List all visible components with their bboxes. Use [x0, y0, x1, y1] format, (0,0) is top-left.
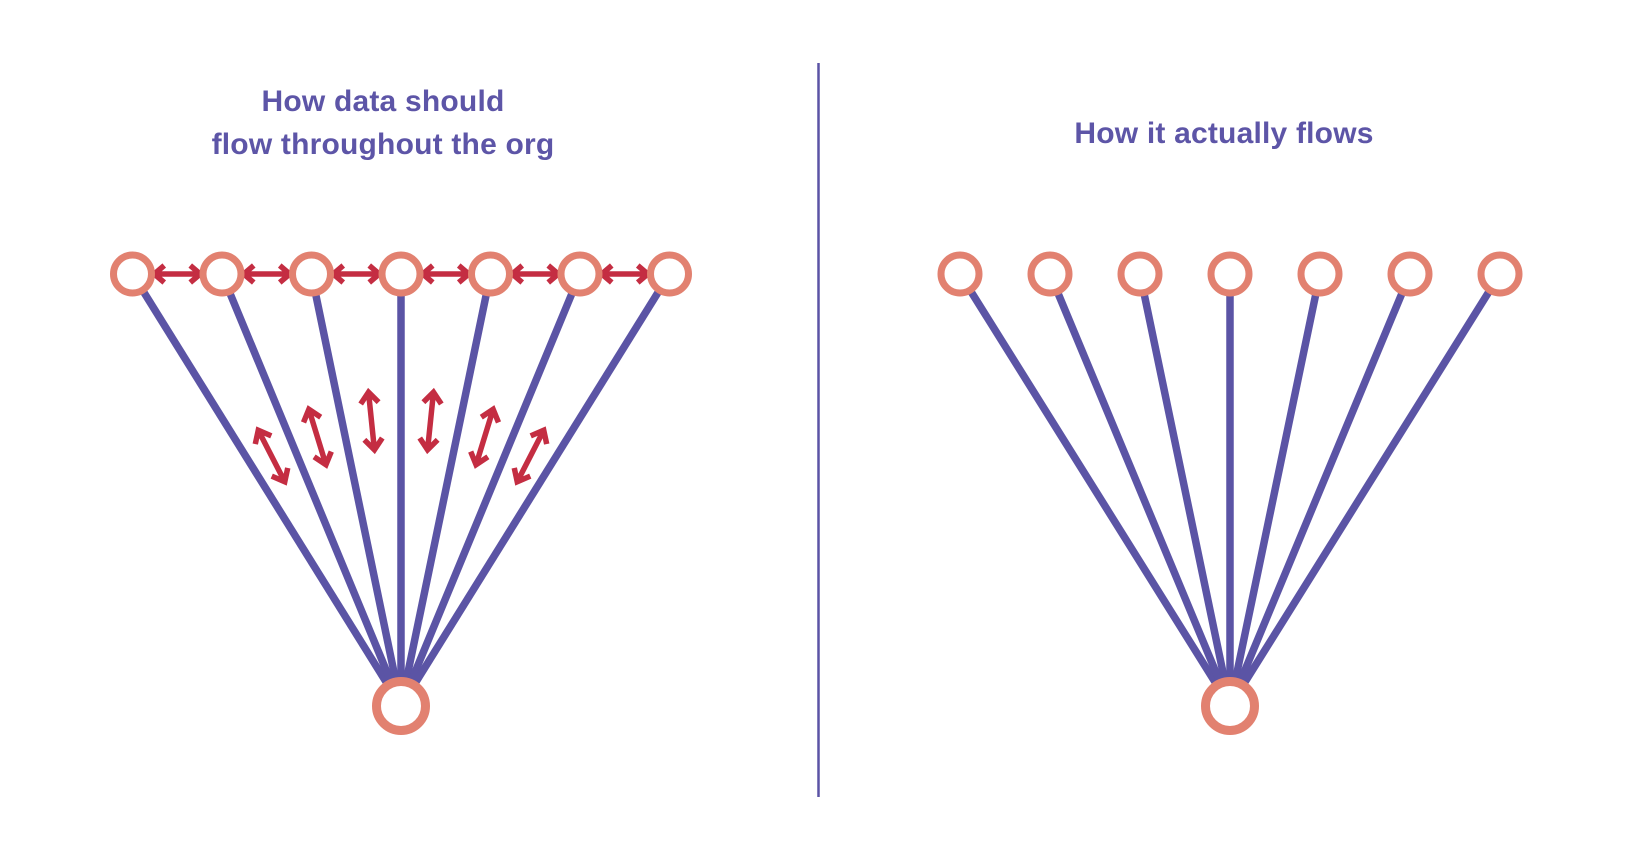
spoke-node: [378, 251, 424, 297]
spoke-node: [289, 251, 334, 297]
left-title-line-2: flow throughout the org: [211, 128, 555, 161]
actual-flow-diagram: [937, 251, 1523, 735]
spoke-node: [1387, 251, 1433, 297]
two-way-flow-arrow-icon: [358, 387, 385, 455]
spoke-node: [1297, 251, 1343, 297]
connector-line: [218, 272, 405, 708]
peer-exchange-arrow-icon: [418, 263, 473, 285]
right-title-line-1: How it actually flows: [1074, 117, 1374, 150]
connector-line: [397, 272, 584, 708]
peer-exchange-arrow-icon: [329, 263, 384, 285]
spoke-node: [557, 251, 603, 297]
connector-line: [129, 272, 405, 708]
spoke-node: [1117, 251, 1163, 297]
two-way-flow-arrow-icon: [511, 426, 550, 486]
two-way-flow-arrow-icon: [417, 387, 444, 455]
connector-line: [397, 272, 673, 708]
left-panel-title: How data should flow throughout the org: [73, 80, 693, 166]
spoke-node: [1207, 251, 1253, 297]
spoke-node: [1027, 251, 1073, 297]
hub-node: [372, 677, 430, 735]
connector-line: [307, 273, 405, 707]
connector-line: [1226, 273, 1324, 707]
connector-line: [1226, 272, 1414, 708]
spoke-node: [1477, 251, 1523, 297]
spoke-node: [937, 251, 983, 297]
peer-exchange-arrow-icon: [508, 263, 563, 285]
peer-exchange-arrow-icon: [597, 263, 652, 285]
connector-line: [956, 272, 1234, 708]
left-title-line-1: How data should: [261, 85, 505, 118]
connector-line: [1226, 272, 1504, 708]
right-panel-title: How it actually flows: [914, 112, 1534, 155]
connector-line: [397, 273, 495, 707]
spoke-node: [199, 251, 245, 297]
connector-line: [1136, 273, 1234, 707]
spoke-node: [468, 251, 513, 297]
ideal-flow-diagram: [110, 251, 692, 735]
two-way-flow-arrow-icon: [468, 405, 502, 469]
peer-exchange-arrow-icon: [239, 263, 294, 285]
spoke-node: [647, 251, 692, 297]
hub-node: [1201, 677, 1259, 735]
spoke-node: [110, 251, 155, 297]
two-way-flow-arrow-icon: [300, 405, 334, 469]
peer-exchange-arrow-icon: [150, 263, 205, 285]
connector-line: [1046, 272, 1234, 708]
two-way-flow-arrow-icon: [252, 426, 291, 486]
